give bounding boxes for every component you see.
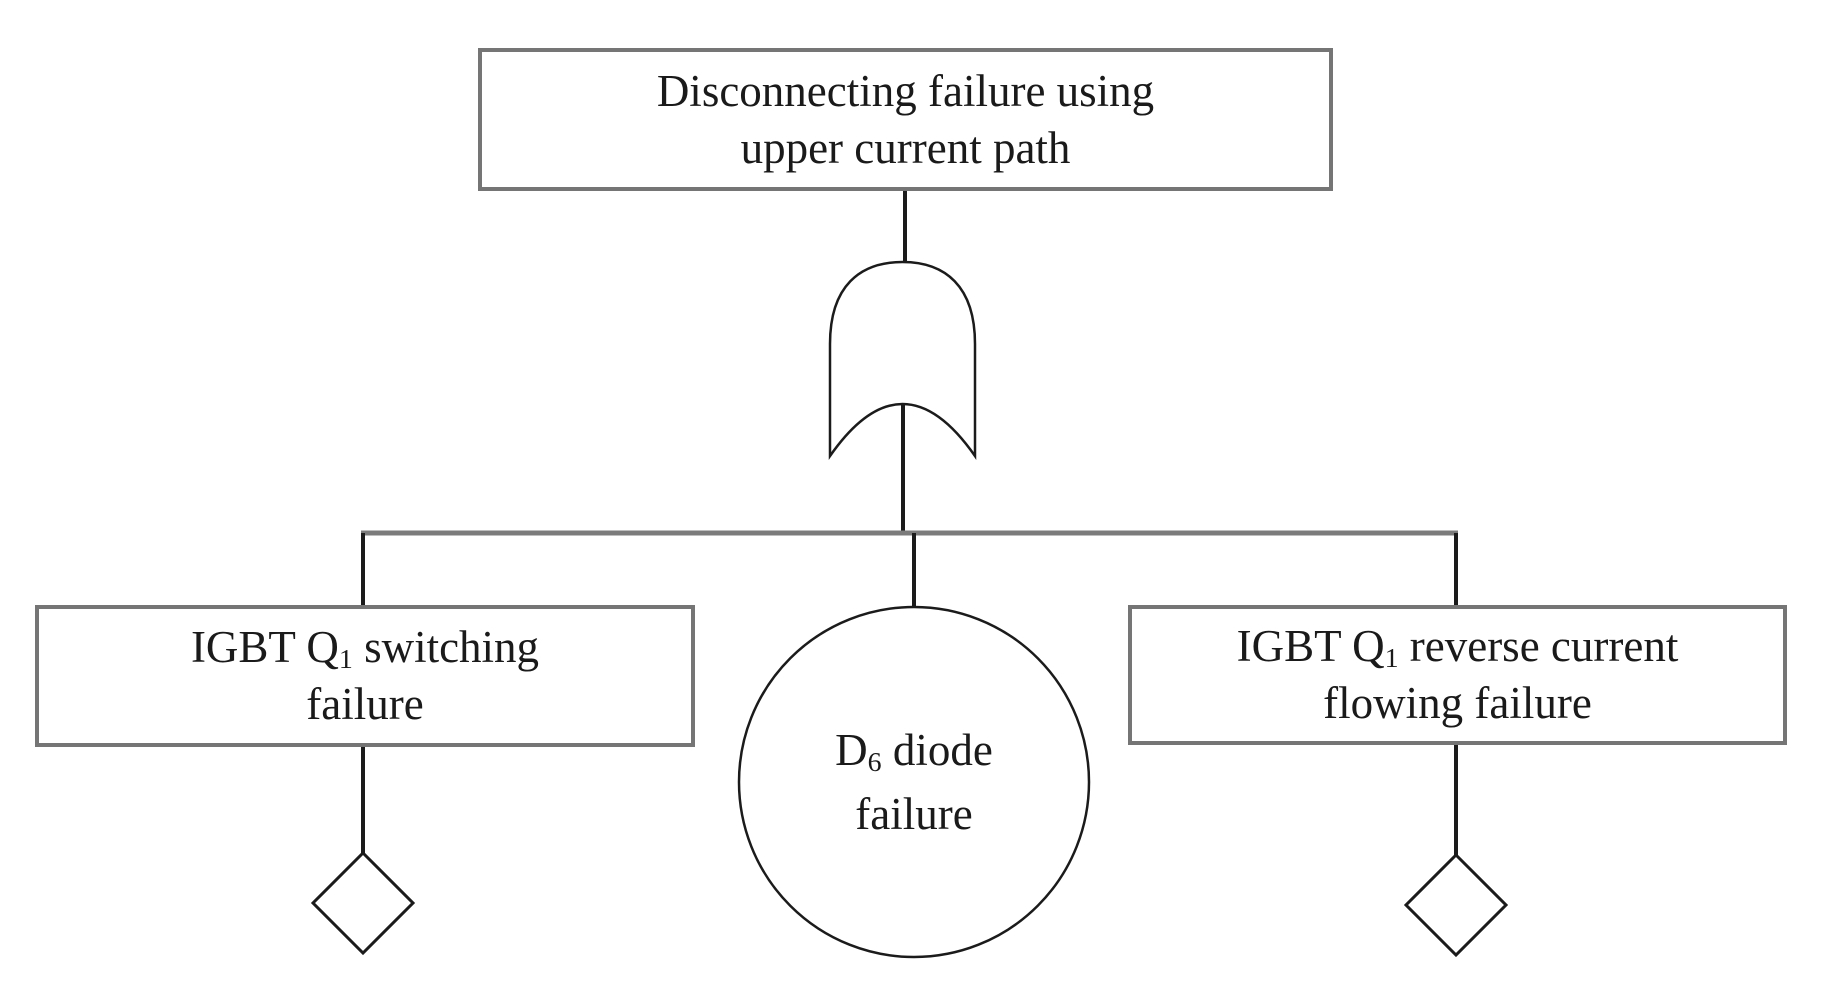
left-diamond-icon	[310, 850, 416, 956]
basic-event-circle	[737, 605, 1091, 959]
or-gate-icon	[828, 260, 977, 460]
right-diamond-icon	[1403, 852, 1509, 958]
